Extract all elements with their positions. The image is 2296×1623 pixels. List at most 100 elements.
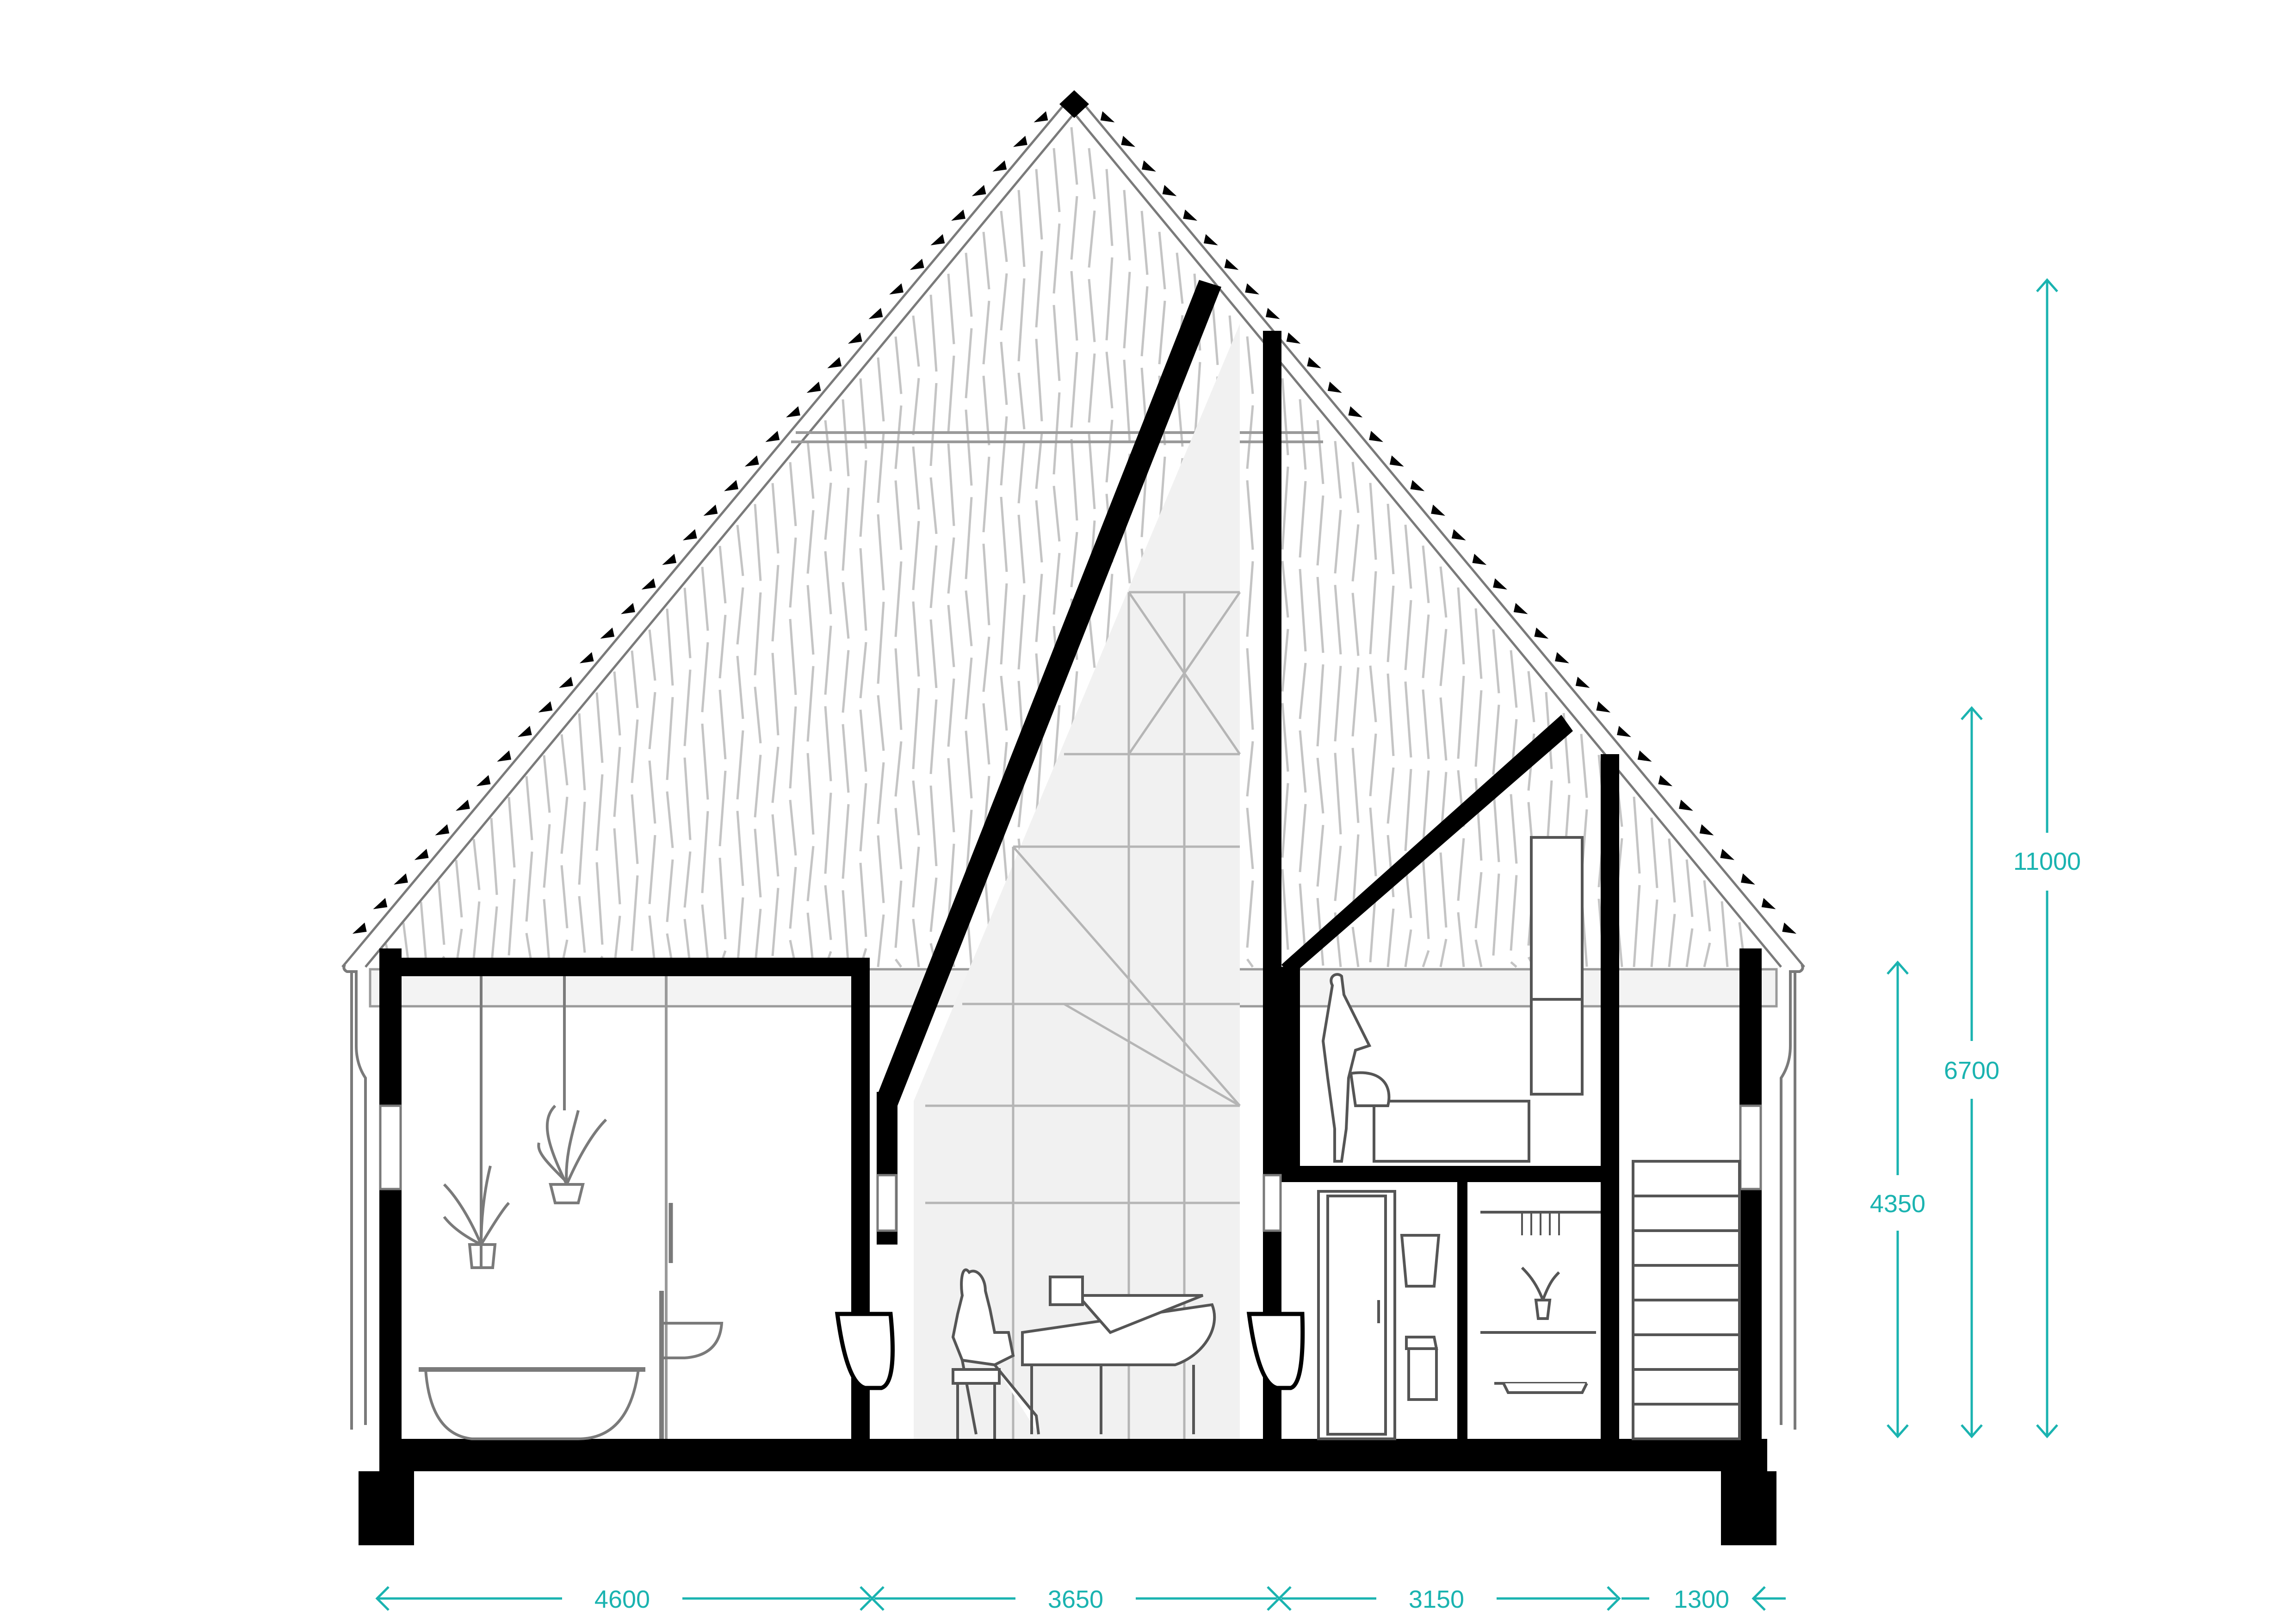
- board-line: [1105, 352, 1114, 409]
- board-line: [771, 814, 780, 877]
- board-line: [1404, 929, 1412, 967]
- sink: [659, 1291, 724, 1439]
- board-line: [1404, 769, 1412, 851]
- board-line: [1650, 818, 1659, 888]
- board-line: [1422, 545, 1430, 603]
- board-line: [982, 457, 990, 533]
- board-line: [1105, 257, 1114, 341]
- board-line: [507, 879, 516, 956]
- board-line: [631, 794, 639, 864]
- board-line: [1246, 480, 1254, 550]
- board-line: [1017, 440, 1026, 503]
- board-line: [1000, 496, 1008, 572]
- central-right-wall: [1263, 331, 1281, 1439]
- board-line: [736, 730, 744, 799]
- board-line: [1334, 510, 1342, 574]
- board-line: [595, 862, 604, 945]
- grand-piano: [1021, 1276, 1216, 1434]
- board-line: [1123, 190, 1131, 260]
- board-line: [929, 699, 938, 774]
- board-line: [1299, 481, 1307, 558]
- board-line: [789, 619, 797, 695]
- board-line: [1369, 665, 1377, 722]
- board-line: [982, 703, 990, 765]
- roof-tile: [1782, 923, 1797, 934]
- board-line: [806, 753, 815, 835]
- board-line: [666, 859, 674, 922]
- board-line: [982, 301, 990, 365]
- board-line: [1281, 703, 1289, 772]
- board-line: [1052, 305, 1061, 381]
- bathroom-ceiling: [379, 958, 870, 976]
- board-line: [613, 671, 621, 736]
- board-line: [1140, 211, 1149, 275]
- board-line: [1281, 869, 1289, 950]
- board-line: [1703, 942, 1711, 967]
- board-line: [1246, 648, 1254, 730]
- board-line: [736, 525, 744, 576]
- board-line: [472, 839, 481, 890]
- board-line: [648, 835, 656, 904]
- roof-tile: [1265, 308, 1280, 319]
- board-line: [578, 896, 586, 953]
- bed: [1349, 1071, 1530, 1163]
- board-line: [595, 692, 604, 763]
- board-line: [1316, 664, 1324, 747]
- board-line: [560, 734, 569, 786]
- board-line: [1351, 462, 1360, 513]
- dim-4350: 4350: [1870, 1190, 1925, 1218]
- roof-tile: [1555, 652, 1569, 663]
- bedroom-window: [1530, 836, 1584, 1096]
- board-line: [877, 514, 885, 590]
- roof-tile: [1658, 775, 1673, 787]
- roof-tile: [1699, 824, 1714, 836]
- board-line: [1070, 196, 1078, 260]
- board-line: [1246, 561, 1254, 637]
- board-line: [1369, 733, 1377, 796]
- board-line: [1474, 608, 1483, 679]
- board-line: [1668, 914, 1676, 967]
- board-line: [1088, 353, 1096, 423]
- horizontal-dimension-line: [375, 1586, 1786, 1611]
- board-line: [1316, 495, 1324, 566]
- board-line: [789, 706, 797, 789]
- board-line: [1281, 466, 1289, 550]
- board-line: [718, 545, 727, 604]
- board-line: [1316, 824, 1324, 887]
- board-line: [842, 582, 850, 639]
- board-line: [1000, 675, 1008, 731]
- roof-tile: [1431, 504, 1445, 516]
- board-line: [1439, 697, 1448, 761]
- board-line: [877, 835, 885, 903]
- board-line: [1017, 595, 1026, 669]
- roof-tile: [1348, 406, 1363, 418]
- board-line: [877, 601, 885, 684]
- board-line: [894, 405, 903, 469]
- roof-tile: [394, 873, 408, 885]
- board-line: [1369, 571, 1377, 654]
- board-line: [1123, 359, 1131, 442]
- roof-tile: [889, 283, 904, 295]
- dim-3150: 3150: [1409, 1586, 1464, 1613]
- board-line: [718, 770, 727, 847]
- bathroom: [419, 976, 724, 1440]
- board-line: [877, 762, 885, 824]
- dim-6700: 6700: [1944, 1057, 1999, 1084]
- board-line: [1633, 885, 1641, 967]
- board-line: [965, 328, 973, 398]
- board-line: [631, 719, 639, 783]
- roof-tile: [910, 259, 924, 270]
- board-line: [1088, 613, 1096, 668]
- roof-tile: [517, 725, 532, 737]
- board-line: [1351, 593, 1360, 656]
- roof-tile: [1245, 283, 1260, 295]
- roof-tile: [1410, 480, 1425, 491]
- closet: [1400, 1234, 1441, 1401]
- board-line: [560, 796, 569, 854]
- board-line: [648, 760, 656, 824]
- board-line: [1386, 767, 1395, 824]
- board-line: [1070, 127, 1078, 185]
- board-line: [683, 757, 692, 840]
- board-line: [1439, 852, 1448, 928]
